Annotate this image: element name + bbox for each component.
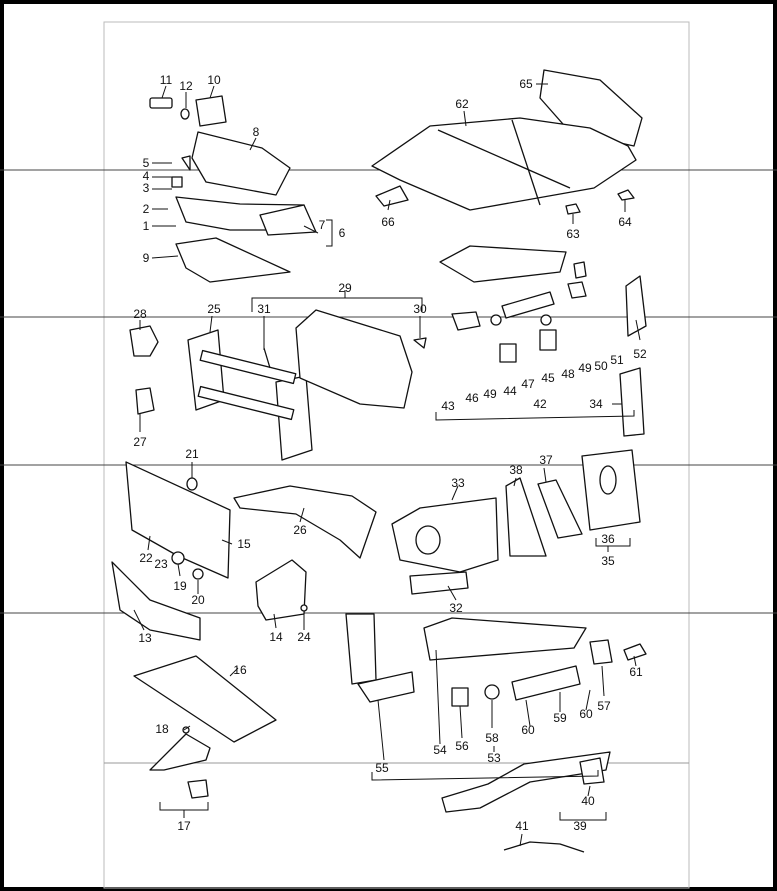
- grease-fittings: [129, 325, 159, 415]
- part-label: 49: [578, 361, 592, 375]
- part-label: 4: [143, 169, 150, 183]
- part-label: 15: [237, 537, 251, 551]
- part-label: 7: [319, 218, 326, 232]
- part-label: 23: [154, 557, 168, 571]
- part-label: 6: [339, 226, 346, 240]
- part-label: 19: [173, 579, 187, 593]
- part-label: 17: [177, 819, 191, 833]
- part-label: 12: [179, 79, 193, 93]
- rear-floor-section: [133, 655, 277, 799]
- part-label: 47: [521, 377, 535, 391]
- part-label: 36: [601, 532, 615, 546]
- part-label: 34: [589, 397, 603, 411]
- part-label: 56: [455, 739, 469, 753]
- rear-crossmember-assembly: [345, 613, 647, 707]
- part-label: 13: [138, 631, 152, 645]
- part-label: 33: [451, 476, 465, 490]
- part-label: 61: [629, 665, 643, 679]
- wheel-house-panels: [391, 449, 641, 595]
- part-label: 60: [579, 707, 593, 721]
- part-label: 28: [133, 307, 147, 321]
- part-label: 49: [483, 387, 497, 401]
- part-label: 57: [597, 699, 611, 713]
- part-label: 24: [297, 630, 311, 644]
- part-label: 10: [207, 73, 221, 87]
- part-label: 9: [143, 251, 150, 265]
- part-label: 2: [143, 202, 150, 216]
- front-panel-assembly: [263, 309, 427, 409]
- part-label: 65: [519, 77, 533, 91]
- part-label: 8: [253, 125, 260, 139]
- part-label: 26: [293, 523, 307, 537]
- part-label: 22: [139, 551, 153, 565]
- part-label: 59: [553, 711, 567, 725]
- part-label: 25: [207, 302, 221, 316]
- part-label: 20: [191, 593, 205, 607]
- part-label: 48: [561, 367, 575, 381]
- part-label: 63: [566, 227, 580, 241]
- part-label: 35: [601, 554, 615, 568]
- front-crossmember-assembly: [149, 95, 317, 283]
- part-label: 41: [515, 819, 529, 833]
- part-label: 21: [185, 447, 199, 461]
- scan-lines: [0, 169, 777, 764]
- part-label: 32: [449, 601, 463, 615]
- part-label: 42: [533, 397, 547, 411]
- part-label: 27: [133, 435, 147, 449]
- part-label: 60: [521, 723, 535, 737]
- floor-pan: [371, 69, 643, 215]
- part-label: 62: [455, 97, 469, 111]
- part-label: 18: [155, 722, 169, 736]
- tunnel-assembly: [439, 245, 647, 437]
- part-label: 37: [539, 453, 553, 467]
- part-label: 14: [269, 630, 283, 644]
- part-label: 64: [618, 215, 632, 229]
- part-label: 46: [465, 391, 479, 405]
- part-label: 53: [487, 751, 501, 765]
- part-label: 55: [375, 761, 389, 775]
- part-label: 31: [257, 302, 271, 316]
- leader-lines: [133, 83, 641, 847]
- steering-bracket: [233, 485, 377, 621]
- part-label: 54: [433, 743, 447, 757]
- part-label: 11: [160, 73, 173, 87]
- part-label: 52: [633, 347, 647, 361]
- part-label: 39: [573, 819, 587, 833]
- part-label: 51: [610, 353, 624, 367]
- part-label: 1: [143, 219, 150, 233]
- part-label: 30: [413, 302, 427, 316]
- part-label: 3: [143, 181, 150, 195]
- part-label: 45: [541, 371, 555, 385]
- part-label: 66: [381, 215, 395, 229]
- part-label: 5: [143, 156, 150, 170]
- part-label: 58: [485, 731, 499, 745]
- sheet-border: [103, 21, 690, 889]
- part-label: 43: [441, 399, 455, 413]
- part-label: 44: [503, 384, 517, 398]
- front-axle-beam: [187, 329, 313, 461]
- part-label: 50: [594, 359, 608, 373]
- bulkhead-panel: [111, 461, 231, 641]
- part-label: 29: [338, 281, 352, 295]
- part-number-labels: 1 2 3 4 5 6 7 8 9 10 11 12 13 14 15 16 1…: [133, 73, 647, 833]
- part-label: 16: [233, 663, 247, 677]
- part-label: 38: [509, 463, 523, 477]
- part-label: 40: [581, 794, 595, 808]
